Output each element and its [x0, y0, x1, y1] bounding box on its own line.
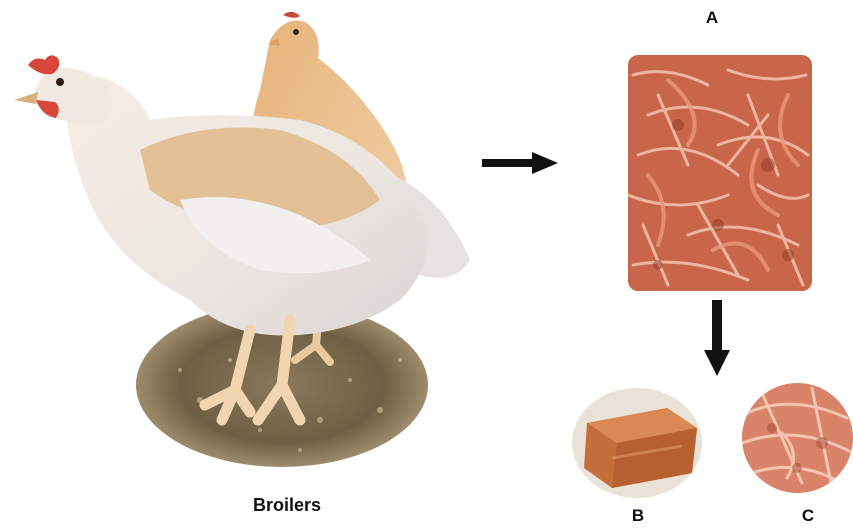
label-broilers: Broilers	[232, 495, 342, 516]
broiler-chickens-image	[0, 0, 490, 478]
image-a	[628, 55, 812, 291]
image-b	[572, 388, 702, 498]
gelatin-block-image	[572, 388, 702, 498]
right-arrow-icon	[480, 150, 560, 176]
label-b: B	[626, 506, 650, 526]
gelatin-strands-image	[742, 383, 853, 493]
label-c: C	[796, 506, 820, 526]
image-c	[742, 383, 853, 493]
label-a: A	[700, 8, 724, 28]
shredded-meat-image	[628, 55, 812, 291]
down-arrow-icon	[702, 298, 732, 378]
